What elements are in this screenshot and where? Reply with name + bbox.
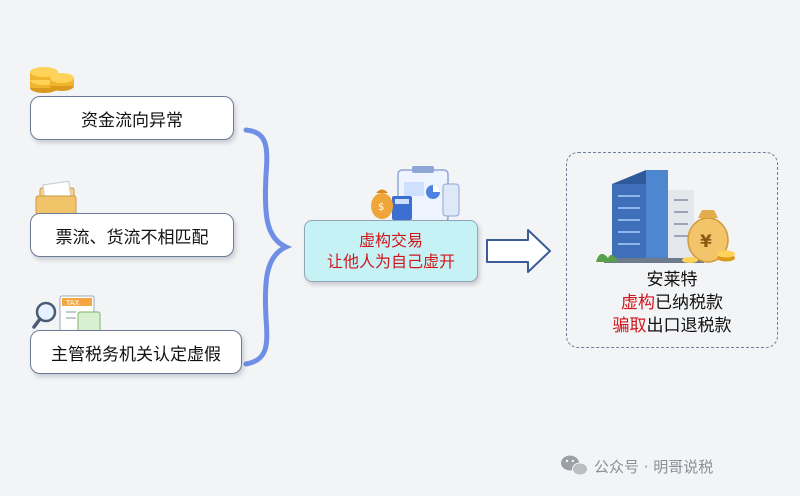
svg-text:¥: ¥ <box>700 232 712 252</box>
left-item-label: 主管税务机关认定虚假 <box>51 344 221 365</box>
highlight-defraud: 骗取 <box>612 316 647 336</box>
left-item-fund-flow: 资金流向异常 <box>30 96 234 140</box>
documents-folder-icon <box>35 180 77 215</box>
footer-watermark: 公众号 · 明哥说税 <box>560 452 713 480</box>
highlight-fabricate: 虚构 <box>621 293 655 313</box>
grouping-brace <box>243 127 293 367</box>
flow-arrow <box>486 229 551 273</box>
company-text: 安莱特 虚构已纳税款 骗取出口退税款 <box>566 269 778 338</box>
center-line-1: 虚构交易 <box>358 231 423 250</box>
svg-text:$: $ <box>378 202 384 213</box>
left-item-label: 资金流向异常 <box>81 110 183 131</box>
svg-text:TAX: TAX <box>65 299 80 307</box>
finance-clipboard-icon: $ <box>371 166 460 223</box>
center-box: 虚构交易 让他人为自己虚开 <box>304 220 478 282</box>
left-item-invoice-mismatch: 票流、货流不相匹配 <box>30 213 234 257</box>
gold-coins-icon <box>30 67 74 93</box>
center-line-2: 让他人为自己虚开 <box>326 252 455 271</box>
left-item-label: 票流、货流不相匹配 <box>55 227 209 248</box>
office-building-money-bag-icon: ¥ <box>596 170 735 263</box>
footer-text: 公众号 · 明哥说税 <box>594 457 714 476</box>
company-line-2: 虚构已纳税款 <box>566 292 778 315</box>
company-line-3: 骗取出口退税款 <box>566 315 778 338</box>
line-2-rest: 已纳税款 <box>655 293 723 313</box>
company-name: 安莱特 <box>646 270 698 290</box>
wechat-icon <box>561 455 588 476</box>
line-3-rest: 出口退税款 <box>646 316 732 336</box>
left-item-tax-authority: 主管税务机关认定虚假 <box>30 330 242 374</box>
company-box <box>566 152 778 348</box>
